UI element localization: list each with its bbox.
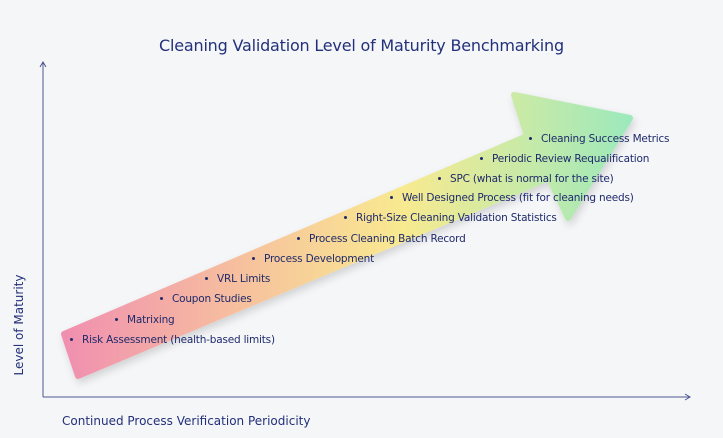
item-label: VRL Limits (217, 273, 271, 285)
item-label: SPC (what is normal for the site) (450, 173, 614, 185)
item-label: Risk Assessment (health-based limits) (82, 334, 275, 346)
maturity-item: Right-Size Cleaning Validation Statistic… (344, 212, 557, 224)
bullet-icon (205, 276, 208, 280)
bullet-icon (297, 236, 300, 240)
bullet-icon (438, 176, 441, 180)
maturity-item: Cleaning Success Metrics (529, 133, 669, 145)
maturity-item: Well Designed Process (fit for cleaning … (390, 192, 634, 204)
bullet-icon (480, 156, 483, 160)
bullet-icon (70, 337, 73, 341)
y-axis-arrowhead-icon (39, 61, 47, 68)
diagram-title: Cleaning Validation Level of Maturity Be… (159, 36, 564, 55)
item-label: Well Designed Process (fit for cleaning … (402, 192, 634, 204)
item-label: Cleaning Success Metrics (541, 133, 670, 145)
maturity-item: VRL Limits (205, 273, 270, 285)
item-label: Matrixing (127, 314, 175, 326)
item-label: Right-Size Cleaning Validation Statistic… (356, 212, 557, 224)
bullet-icon (252, 256, 255, 260)
maturity-item: Periodic Review Requalification (480, 153, 649, 165)
item-label: Process Cleaning Batch Record (309, 233, 466, 245)
maturity-item: Risk Assessment (health-based limits) (70, 334, 275, 346)
bullet-icon (390, 195, 393, 199)
maturity-item: Matrixing (115, 314, 175, 326)
x-axis-arrowhead-icon (684, 393, 691, 401)
bullet-icon (160, 296, 163, 300)
bullet-icon (115, 317, 118, 321)
item-label: Coupon Studies (172, 293, 252, 305)
item-label: Periodic Review Requalification (492, 153, 650, 165)
y-axis-label: Level of Maturity (12, 274, 26, 376)
bullet-icon (529, 136, 532, 140)
item-label: Process Development (264, 253, 375, 265)
x-axis-label: Continued Process Verification Periodici… (62, 414, 311, 428)
maturity-item: SPC (what is normal for the site) (438, 173, 614, 185)
maturity-item: Process Cleaning Batch Record (297, 233, 466, 245)
growth-arrow (61, 92, 633, 379)
bullet-icon (344, 215, 347, 219)
maturity-item: Process Development (252, 253, 374, 265)
maturity-item: Coupon Studies (160, 293, 252, 305)
